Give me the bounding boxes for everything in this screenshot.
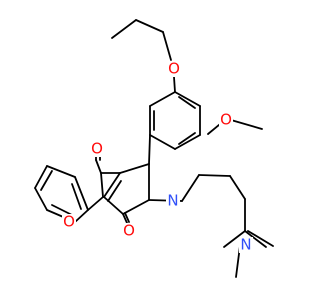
bond — [148, 134, 151, 165]
atom-label-layer: O O O O O N N — [63, 60, 252, 254]
bond — [95, 159, 102, 174]
bond — [100, 172, 104, 198]
bond — [34, 165, 48, 189]
bond — [74, 176, 89, 211]
bond — [119, 163, 150, 174]
bond — [178, 132, 196, 145]
mask — [166, 193, 180, 209]
bond — [103, 196, 124, 215]
mask — [219, 112, 233, 128]
dimethyl-nitrogen-label: N — [240, 236, 251, 254]
bond — [40, 170, 53, 191]
mask — [167, 61, 181, 77]
lactam-nitrogen-label: N — [167, 192, 178, 210]
bottom-carbonyl-oxygen-label: O — [123, 222, 135, 240]
bond — [247, 230, 274, 247]
bond — [229, 175, 246, 200]
bond — [198, 174, 231, 177]
bond — [244, 230, 267, 248]
bond — [34, 187, 48, 211]
bond — [223, 230, 246, 248]
bond — [124, 212, 130, 223]
mask — [90, 141, 104, 157]
bond — [71, 183, 82, 210]
bond — [149, 134, 176, 150]
mask — [122, 223, 136, 239]
bond — [135, 19, 164, 33]
bond — [74, 209, 89, 223]
bond — [178, 96, 196, 109]
bond-layer — [34, 19, 274, 278]
bond — [122, 213, 128, 224]
bond — [149, 91, 176, 107]
structure-diagram: O O O O O N N — [34, 19, 274, 278]
bond — [107, 180, 122, 202]
bond — [162, 31, 172, 61]
bond — [87, 196, 104, 211]
bond — [174, 134, 201, 150]
bond — [173, 76, 176, 93]
bond — [111, 19, 137, 39]
bond — [103, 172, 121, 198]
top-carbonyl-oxygen-label: O — [91, 140, 103, 158]
bond — [46, 165, 76, 178]
molecule-canvas: O O O O O N N — [34, 19, 274, 278]
ethoxy-oxygen-label: O — [168, 60, 180, 78]
bond — [122, 199, 150, 215]
mask — [239, 237, 253, 253]
bond — [181, 174, 200, 202]
label-mask-layer — [62, 61, 253, 253]
bond — [230, 119, 263, 130]
ring-oxygen-label: O — [63, 213, 75, 231]
bond — [174, 91, 201, 107]
methoxy-oxygen-label: O — [220, 111, 232, 129]
mask — [62, 214, 76, 230]
